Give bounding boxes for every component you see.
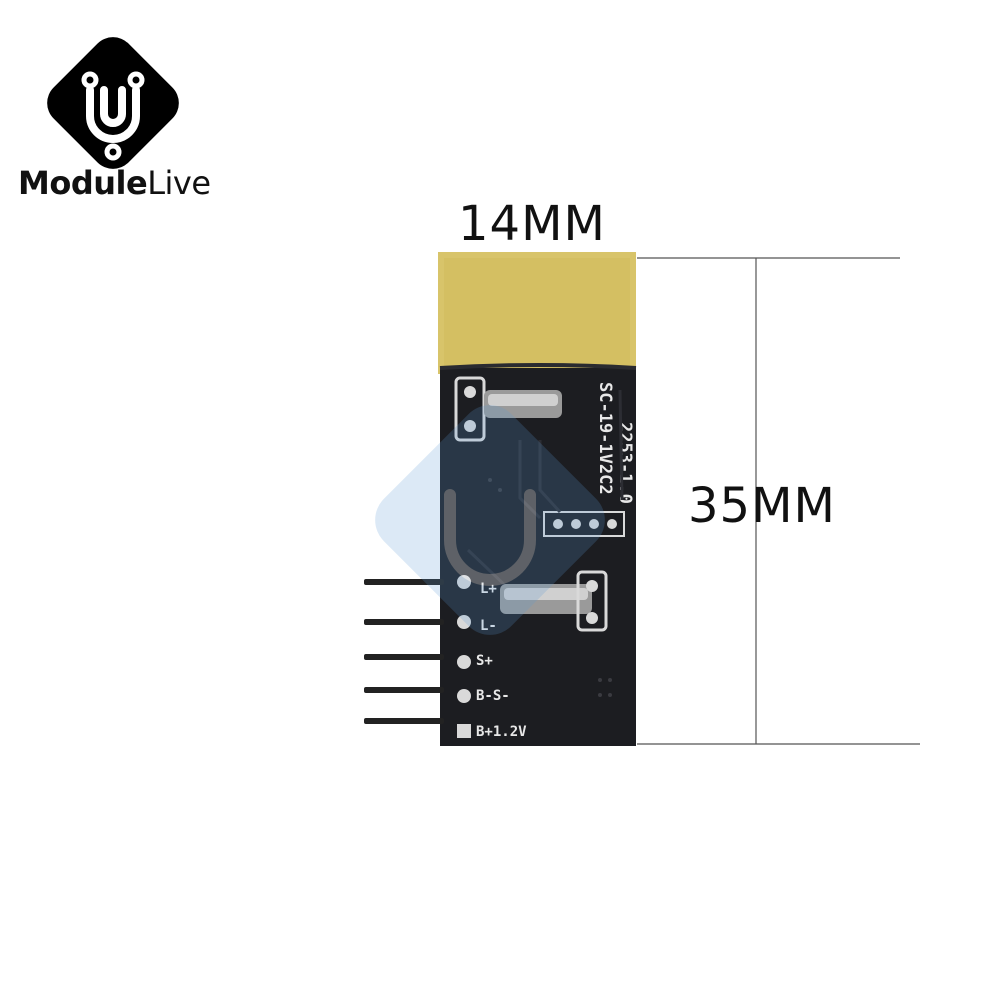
- header-pin: [364, 654, 444, 660]
- pcb-module-photo: SC-19-1V2C2 2253-1.0: [364, 252, 920, 746]
- height-dimension-label: 35MM: [688, 478, 836, 534]
- header-pin: [364, 687, 444, 693]
- pin-label: L-: [480, 618, 497, 634]
- brand-name: ModuleLive: [18, 164, 211, 202]
- watermark-logo-icon: [375, 405, 605, 635]
- pin-label: B-S-: [476, 688, 510, 704]
- pin-label: B+1.2V: [476, 724, 527, 740]
- header-pin: [364, 619, 444, 625]
- silkscreen-model-text: SC-19-1V2C2: [595, 382, 615, 495]
- brand-logo-icon: [47, 37, 179, 169]
- brand-name-module: Module: [18, 164, 148, 202]
- header-pin: [364, 579, 444, 585]
- pin-label: L+: [480, 581, 497, 597]
- header-pin: [364, 718, 444, 724]
- pin-label: S+: [476, 653, 493, 669]
- brand-name-live: Live: [147, 164, 211, 202]
- width-dimension-label: 14MM: [458, 196, 606, 252]
